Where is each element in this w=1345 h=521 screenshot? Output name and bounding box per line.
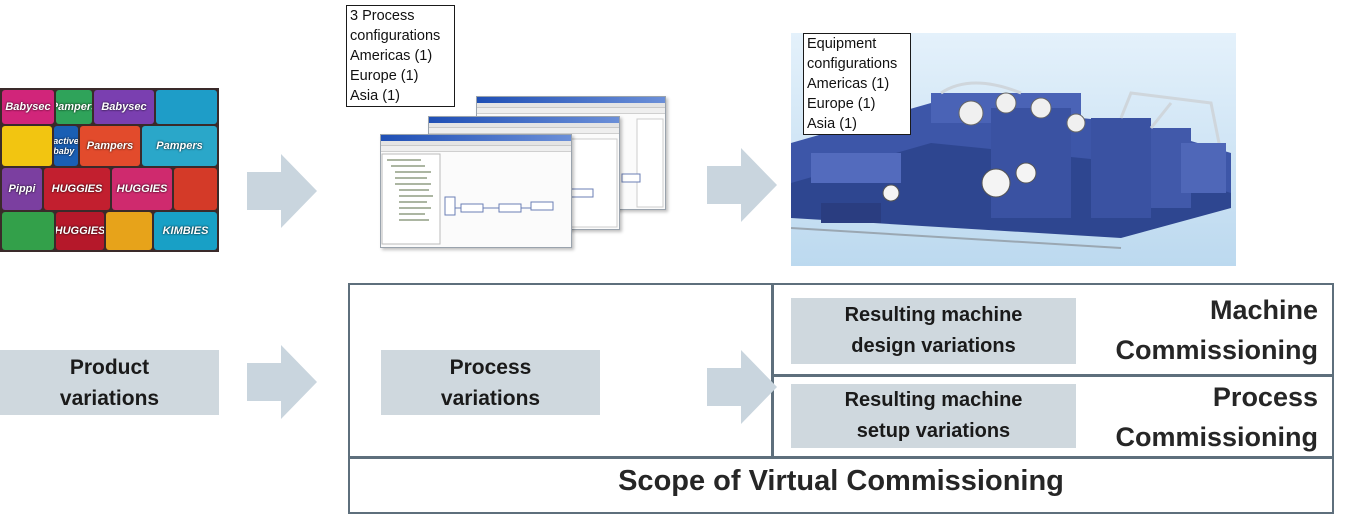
note-line: configurations — [350, 28, 441, 44]
product-package: HUGGIES — [44, 168, 110, 210]
note-line: Asia (1) — [807, 116, 857, 132]
product-package: KIMBIES — [154, 212, 217, 250]
note-line: Asia (1) — [350, 88, 400, 104]
frame-divider — [348, 456, 1334, 459]
product-package — [174, 168, 217, 210]
process-commissioning-label: Process Commissioning — [1080, 377, 1318, 457]
process-config-screenshot — [380, 134, 572, 248]
equipment-configurations-note: Equipment configurations Americas (1) Eu… — [803, 33, 911, 135]
note-line: Europe (1) — [807, 96, 876, 112]
box-label-line: Process — [449, 355, 532, 379]
product-package: HUGGIES — [112, 168, 172, 210]
note-line: Europe (1) — [350, 68, 419, 84]
product-package: Babysec — [94, 90, 154, 124]
commissioning-line: Commissioning — [1115, 422, 1318, 452]
product-package — [2, 126, 52, 166]
flow-arrow — [247, 345, 317, 419]
product-package: Babysec — [2, 90, 54, 124]
scope-label: Scope of Virtual Commissioning — [618, 465, 1064, 497]
box-label-line: variations — [440, 386, 541, 410]
box-label-line: Product — [69, 355, 150, 379]
process-configurations-note: 3 Process configurations Americas (1) Eu… — [346, 5, 455, 107]
commissioning-line: Process — [1212, 382, 1318, 412]
product-package: Pampers — [56, 90, 92, 124]
machine-commissioning-label: Machine Commissioning — [1080, 290, 1318, 370]
product-package — [106, 212, 152, 250]
machine-setup-variations-box: Resulting machine setup variations — [791, 384, 1076, 448]
commissioning-line: Machine — [1209, 295, 1318, 325]
flow-arrow — [247, 154, 317, 228]
product-packaging-image: Babysec Pampers Babysec active baby Pamp… — [0, 88, 219, 252]
process-variations-box: Process variations — [381, 350, 600, 415]
note-line: Americas (1) — [350, 48, 433, 64]
product-package — [2, 212, 54, 250]
box-label-line: variations — [59, 386, 160, 410]
product-package: Pampers — [142, 126, 217, 166]
box-label-line: setup variations — [856, 420, 1011, 442]
frame-divider — [771, 374, 1334, 377]
frame-divider — [771, 283, 774, 458]
product-package: Pippi — [2, 168, 42, 210]
commissioning-line: Commissioning — [1115, 335, 1318, 365]
virtual-commissioning-scope-frame — [348, 283, 1334, 514]
box-label-line: Resulting machine — [844, 304, 1023, 326]
note-line: configurations — [807, 56, 898, 72]
machine-design-variations-box: Resulting machine design variations — [791, 298, 1076, 364]
note-line: 3 Process — [350, 8, 415, 24]
product-package: active baby — [54, 126, 78, 166]
product-variations-box: Product variations — [0, 350, 219, 415]
note-line: Americas (1) — [807, 76, 890, 92]
note-line: Equipment — [807, 36, 877, 52]
flow-arrow — [707, 350, 777, 424]
product-package: Pampers — [80, 126, 140, 166]
box-label-line: Resulting machine — [844, 389, 1023, 411]
box-label-line: design variations — [851, 335, 1016, 357]
flow-arrow — [707, 148, 777, 222]
product-package — [156, 90, 217, 124]
product-package: HUGGIES — [56, 212, 104, 250]
